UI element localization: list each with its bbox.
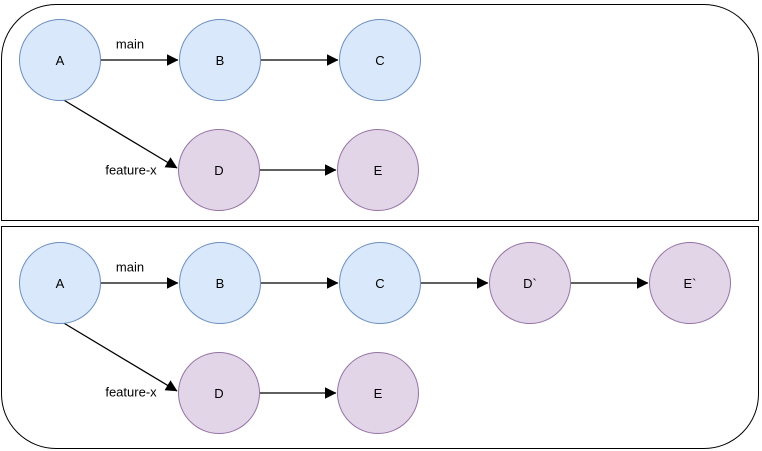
commit-node-E2: E (337, 352, 419, 434)
commit-node-C2: C (339, 242, 421, 324)
commit-node-B2: B (179, 242, 261, 324)
commit-node-C: C (339, 19, 421, 101)
branch-label-main: main (115, 259, 145, 275)
commit-node-A: A (19, 19, 101, 101)
commit-node-Dp: D` (489, 242, 571, 324)
commit-node-E: E (337, 129, 419, 211)
branch-label-feature-x: feature-x (105, 162, 157, 178)
commit-node-B: B (179, 19, 261, 101)
commit-node-D2: D (178, 352, 260, 434)
commit-node-A2: A (19, 242, 101, 324)
branch-label-main: main (115, 36, 145, 52)
commit-node-Ep: E` (649, 242, 731, 324)
commit-node-D: D (178, 129, 260, 211)
branch-label-feature-x: feature-x (105, 384, 157, 400)
